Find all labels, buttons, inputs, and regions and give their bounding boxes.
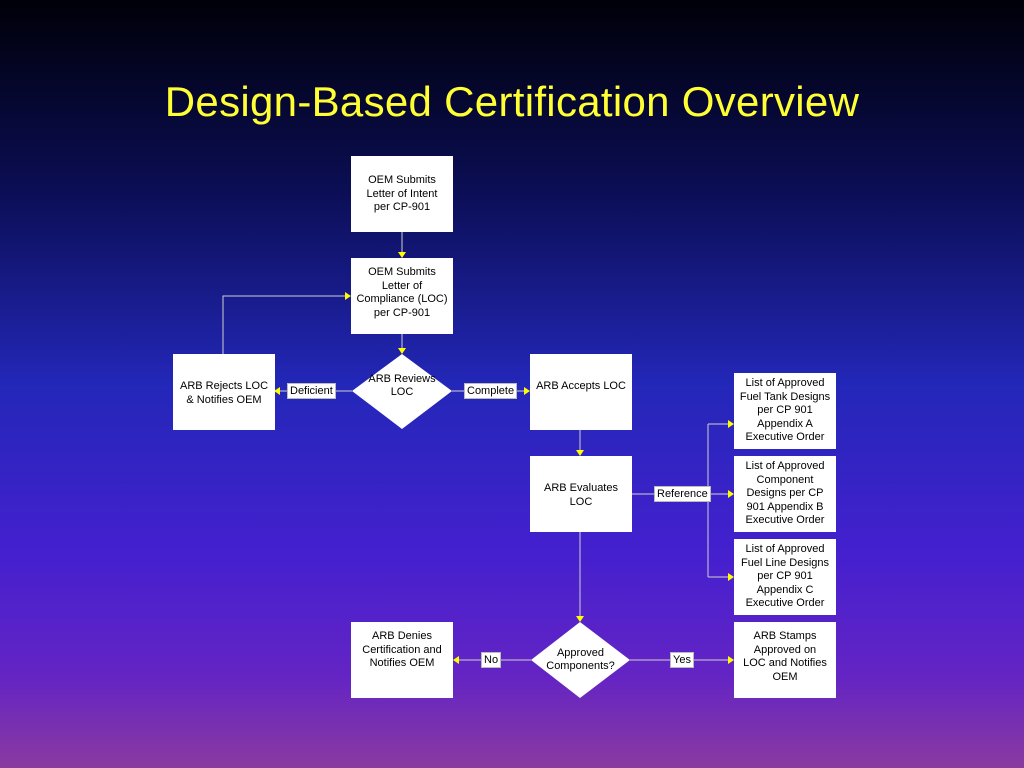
edge-label-reference: Reference: [654, 486, 711, 502]
edge-label-no: No: [481, 652, 502, 668]
decision-approved-components: Approved Components?: [546, 646, 615, 673]
node-label: List of Approved Fuel Tank Designs per C…: [739, 377, 831, 444]
decision-arb-reviews-shape: [352, 354, 452, 429]
node-fuel-line-designs-list: List of Approved Fuel Line Designs per C…: [734, 539, 836, 615]
arrowhead-icon: [453, 656, 459, 664]
edge-label-complete: Complete: [464, 383, 518, 399]
node-label: List of Approved Component Designs per C…: [745, 460, 825, 527]
node-arb-evaluates-loc: ARB Evaluates LOC: [530, 456, 632, 532]
node-label: ARB Evaluates LOC: [544, 482, 618, 508]
node-label: OEM Submits Letter of Compliance (LOC) p…: [356, 266, 448, 319]
node-label: OEM Submits Letter of Intent per CP-901: [366, 174, 438, 213]
node-label: ARB Rejects LOC & Notifies OEM: [179, 380, 269, 406]
node-arb-accepts-loc: ARB Accepts LOC: [530, 354, 632, 430]
arrowhead-icon: [398, 348, 406, 354]
arrowhead-icon: [398, 252, 406, 258]
node-component-designs-list: List of Approved Component Designs per C…: [734, 456, 836, 532]
node-label: ARB Denies Certification and Notifies OE…: [362, 630, 442, 669]
node-arb-denies-certification: ARB Denies Certification and Notifies OE…: [351, 622, 453, 698]
node-label: List of Approved Fuel Line Designs per C…: [740, 543, 830, 610]
node-arb-stamps-approved: ARB Stamps Approved on LOC and Notifies …: [734, 622, 836, 698]
edge-label-deficient: Deficient: [287, 383, 336, 399]
arrowhead-icon: [728, 573, 734, 581]
edge-label-yes: Yes: [670, 652, 694, 668]
arrowhead-icon: [576, 450, 584, 456]
decision-arb-reviews-loc: ARB Reviews LOC: [368, 372, 436, 399]
arrowhead-icon: [274, 387, 280, 395]
node-label: ARB Stamps Approved on LOC and Notifies …: [743, 630, 827, 683]
node-fuel-tank-designs-list: List of Approved Fuel Tank Designs per C…: [734, 373, 836, 449]
arrowhead-icon: [728, 490, 734, 498]
node-oem-letter-of-compliance: OEM Submits Letter of Compliance (LOC) p…: [351, 258, 453, 334]
arrowhead-icon: [728, 420, 734, 428]
arrowhead-icon: [345, 292, 351, 300]
node-arb-rejects-loc: ARB Rejects LOC & Notifies OEM: [173, 354, 275, 430]
decision-approved-components-shape: [531, 622, 630, 698]
node-label: ARB Accepts LOC: [536, 380, 626, 392]
arrowhead-icon: [576, 616, 584, 622]
node-oem-letter-of-intent: OEM Submits Letter of Intent per CP-901: [351, 156, 453, 232]
arrowhead-icon: [728, 656, 734, 664]
arrowhead-icon: [524, 387, 530, 395]
page-title: Design-Based Certification Overview: [164, 78, 860, 125]
connector-rejects-to-loc: [222, 295, 345, 354]
